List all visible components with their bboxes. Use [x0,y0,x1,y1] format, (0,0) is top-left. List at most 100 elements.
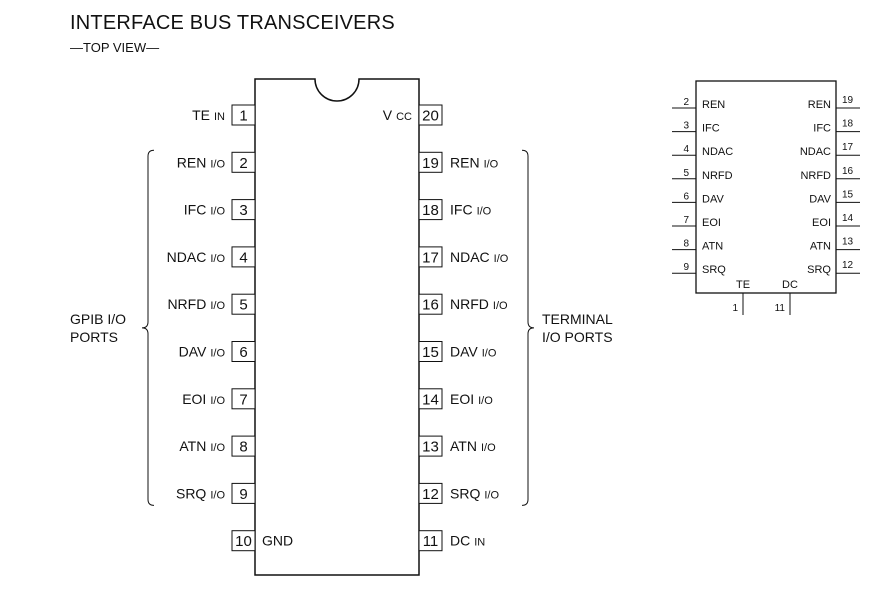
pin-box-8 [231,435,256,457]
pin-number-5: 5 [239,297,247,314]
mini-pin-number-18: 18 [842,119,854,130]
mini-pin-label-2: REN [702,99,725,111]
pin-number-9: 9 [239,486,247,503]
mini-pin-number-19: 19 [842,95,854,106]
pin-box-2 [231,151,256,173]
pin-number-19: 19 [422,155,439,172]
pin-number-12: 12 [422,486,439,503]
mini-package-body [695,80,837,294]
mini-pin-label-14: EOI [812,217,831,229]
mini-pin-label-3: IFC [702,123,720,135]
pin-box-5 [231,293,256,315]
pin-box-6 [231,341,256,362]
mini-pin-label-4: NDAC [702,146,733,158]
pin-box-15 [418,341,443,362]
mini-pin-number-9: 9 [683,262,689,273]
pin-box-20 [418,104,443,126]
pin-box-11 [418,530,443,552]
mini-pin-number-14: 14 [842,213,854,224]
terminal-ports-label-line2: I/O PORTS [542,329,613,345]
pin-number-15: 15 [422,344,439,361]
mini-pin-number-17: 17 [842,142,854,153]
terminal-ports-label-line1: TERMINAL [542,311,613,327]
pin-box-16 [418,293,443,315]
mini-pin-label-7: EOI [702,217,721,229]
mini-pin-number-6: 6 [683,191,689,202]
pin-number-6: 6 [239,344,247,361]
pin-box-18 [418,199,443,221]
gpib-ports-label-line1: GPIB I/O [70,311,126,327]
mini-pin-number-11: 11 [775,303,786,314]
diagram-subtitle: —TOP VIEW— [70,40,160,55]
diagram-title: INTERFACE BUS TRANSCEIVERS [70,12,395,34]
mini-pin-label-15: DAV [809,193,831,205]
chip-body [254,78,420,576]
pin-box-13 [418,435,443,457]
pin-box-10 [231,530,256,552]
pin-box-9 [231,482,256,504]
mini-pin-label-1: TE [736,279,750,291]
pin-number-1: 1 [239,108,247,125]
pin-number-17: 17 [422,249,439,266]
pin-box-12 [418,482,443,504]
right-brace [521,149,535,506]
pin-box-3 [231,199,256,221]
pin-box-7 [231,388,256,410]
mini-pin-label-12: SRQ [807,264,831,276]
gpib-ports-label-line2: PORTS [70,329,118,345]
pin-number-20: 20 [422,108,439,125]
mini-pin-label-18: IFC [813,123,831,135]
mini-pin-number-7: 7 [683,215,689,226]
mini-pin-label-17: NDAC [800,146,831,158]
pin-number-8: 8 [239,439,247,456]
mini-pin-number-1: 1 [732,303,738,314]
mini-pin-number-2: 2 [683,97,689,108]
mini-pin-label-13: ATN [810,241,831,253]
pin-box-14 [418,388,443,410]
mini-pin-number-13: 13 [842,237,854,248]
mini-pin-label-6: DAV [702,193,724,205]
mini-pin-number-15: 15 [842,189,854,200]
mini-pin-label-8: ATN [702,241,723,253]
mini-pin-label-9: SRQ [702,264,726,276]
pin-box-19 [418,151,443,173]
mini-pin-number-3: 3 [683,121,689,132]
pin-number-3: 3 [239,202,247,219]
pin-number-14: 14 [422,391,439,408]
mini-pin-number-16: 16 [842,166,854,177]
mini-pin-label-16: NRFD [800,170,831,182]
pin-box-4 [231,246,256,268]
mini-pin-number-4: 4 [683,144,689,155]
mini-pin-number-5: 5 [683,168,689,179]
pin-number-13: 13 [422,439,439,456]
pin-box-17 [418,246,443,268]
pin-number-18: 18 [422,202,439,219]
pin-number-16: 16 [422,297,439,314]
pin-number-11: 11 [423,533,439,550]
pin-number-7: 7 [239,391,247,408]
pin-number-2: 2 [239,155,247,172]
pin-box-1 [231,104,256,126]
mini-pin-label-5: NRFD [702,170,733,182]
mini-pin-number-12: 12 [842,260,854,271]
mini-pin-number-8: 8 [683,239,689,250]
